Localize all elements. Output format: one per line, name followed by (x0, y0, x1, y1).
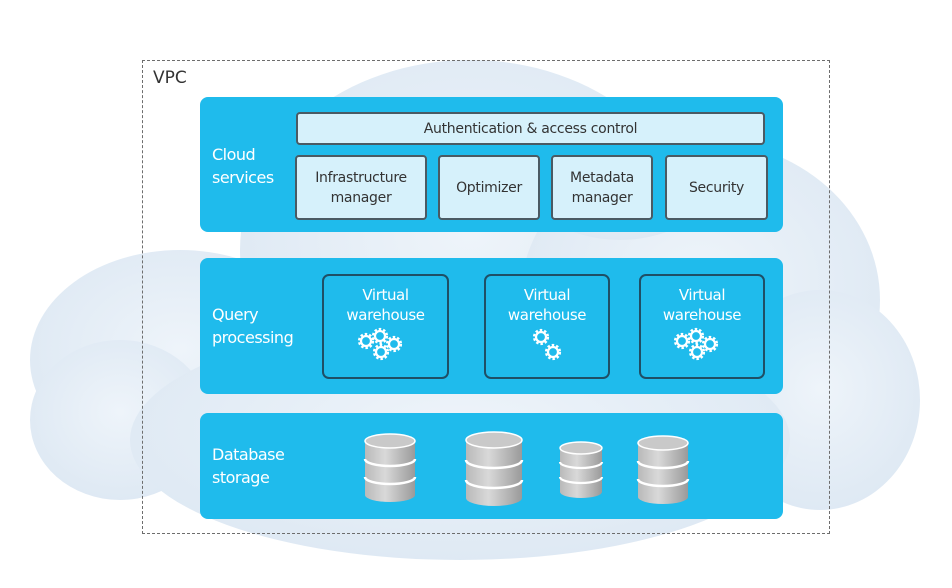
database-icon (363, 433, 417, 502)
database-icon (636, 435, 690, 504)
database-icon (464, 431, 524, 506)
query-processing-layer: Query processing Virtual warehouse Virtua… (200, 258, 783, 394)
gears-icon (357, 327, 402, 361)
label-line: services (212, 168, 274, 187)
database-icon (558, 441, 604, 498)
label-line: Query (212, 305, 259, 324)
warehouse-line: Virtual (523, 286, 571, 304)
warehouse-line: warehouse (507, 306, 587, 324)
box-line: manager (330, 189, 392, 206)
label-line: processing (212, 328, 294, 347)
metadata-manager-box: Metadata manager (551, 155, 653, 220)
gears-icon (532, 328, 562, 361)
label-line: storage (212, 468, 270, 487)
cloud-services-label: Cloud services (212, 143, 274, 189)
label-line: Cloud (212, 145, 256, 164)
virtual-warehouse-1: Virtual warehouse (322, 274, 449, 379)
warehouse-line: warehouse (346, 306, 425, 324)
virtual-warehouse-3: Virtual warehouse (639, 274, 765, 379)
gears-icon (673, 327, 719, 361)
virtual-warehouse-2: Virtual warehouse (484, 274, 610, 379)
label-line: Database (212, 445, 285, 464)
vpc-boundary (142, 60, 830, 534)
warehouse-line: Virtual (362, 286, 409, 304)
box-line: manager (571, 189, 633, 206)
warehouse-line: Virtual (678, 286, 726, 304)
query-processing-label: Query processing (212, 303, 294, 349)
optimizer-box: Optimizer (438, 155, 540, 220)
vpc-label: VPC (153, 68, 187, 88)
infrastructure-manager-box: Infrastructure manager (295, 155, 427, 220)
box-line: Metadata (570, 169, 634, 186)
warehouse-line: warehouse (662, 306, 742, 324)
database-storage-layer: Database storage (200, 413, 783, 519)
cloud-services-layer: Cloud services Authentication & access c… (200, 97, 783, 232)
auth-access-control-box: Authentication & access control (296, 112, 765, 145)
box-line: Infrastructure (315, 169, 407, 186)
database-storage-label: Database storage (212, 443, 285, 489)
security-box: Security (665, 155, 768, 220)
